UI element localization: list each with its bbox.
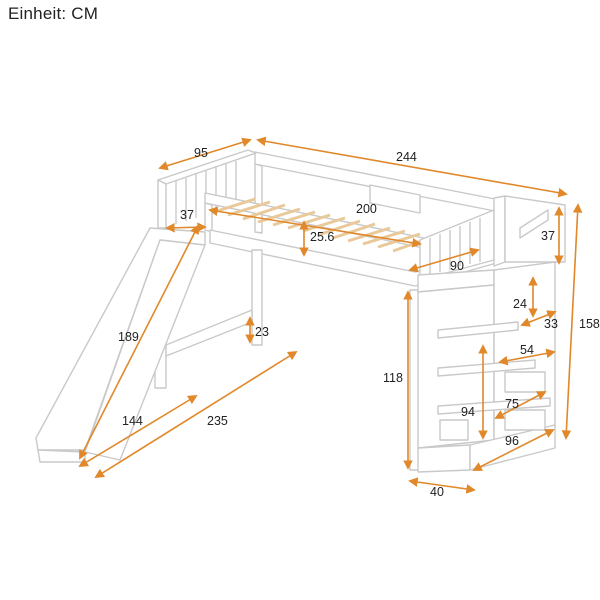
bed-illustration	[35, 149, 566, 473]
dim-guard-height: 37	[180, 208, 194, 222]
dim-stair-step-width: 54	[520, 343, 534, 357]
stair-guard	[504, 195, 566, 263]
dim-mattress-length: 200	[356, 202, 377, 216]
staircase	[417, 261, 556, 473]
dim-mattress-width: 90	[450, 259, 464, 273]
dimension-labels: 95 244 200 37 25.6 90 37 158 189 23 24 3…	[118, 146, 600, 499]
dim-total-with-slide: 235	[207, 414, 228, 428]
unit-label: Einheit: CM	[8, 4, 99, 23]
dim-leg-clearance: 23	[255, 325, 269, 339]
dim-stair-step-height: 24	[513, 297, 527, 311]
dim-length-total: 244	[396, 150, 417, 164]
dim-stair-shelf: 75	[505, 397, 519, 411]
dim-total-height: 158	[579, 317, 600, 331]
dim-stair-guard: 37	[541, 229, 555, 243]
dimension-lines	[78, 136, 583, 494]
bed-legs	[154, 247, 421, 471]
dim-slide-floor: 144	[122, 414, 143, 428]
dim-bed-height: 118	[383, 371, 403, 385]
dim-width-top: 95	[194, 146, 208, 160]
dim-stair-width: 40	[430, 485, 444, 499]
dim-stair-step-depth: 33	[544, 317, 558, 331]
dim-slat-height: 25.6	[310, 230, 334, 244]
dim-stair-height: 94	[461, 405, 475, 419]
dim-stair-length: 96	[505, 434, 519, 448]
dim-slide-length: 189	[118, 330, 139, 344]
